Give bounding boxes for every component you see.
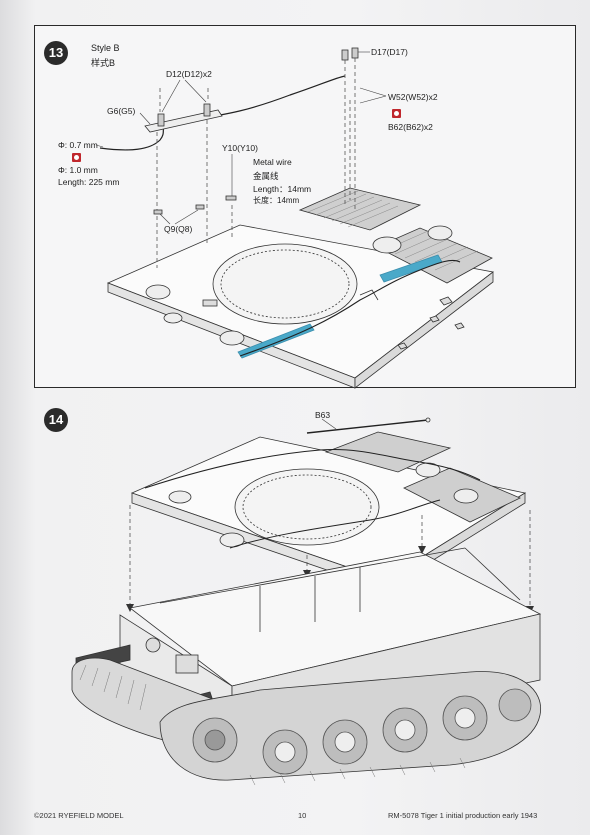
footer-product: RM-5078 Tiger 1 initial production early… (388, 811, 538, 820)
photo-etch-icon (392, 109, 401, 118)
tow-cable (99, 75, 346, 151)
part-label-w52: W52(W52)x2 (388, 92, 438, 102)
metal-wire-title-cn: 金属线 (253, 171, 279, 181)
step-14-badge: 14 (44, 408, 68, 432)
footer-page-number: 10 (298, 811, 307, 820)
wire-length: Length: 225 mm (58, 177, 120, 187)
track-assembly (71, 657, 542, 786)
part-label-q9: Q9(Q8) (164, 224, 193, 234)
metal-wire-length: Length：14mm (253, 184, 312, 194)
rod-b63 (306, 419, 429, 434)
engine-deck-13 (106, 187, 494, 389)
style-title: Style B (91, 43, 120, 53)
engine-deck-14 (130, 431, 527, 591)
installed-cable (239, 259, 461, 357)
part-label-d17: D17(D17) (371, 47, 408, 57)
part-label-b62: B62(B62)x2 (388, 122, 433, 132)
style-title-cn: 样式B (91, 58, 116, 68)
bracket-g6 (144, 109, 223, 133)
metal-wire-title: Metal wire (253, 157, 292, 167)
wire-diameter-2: Φ: 1.0 mm (58, 165, 98, 175)
metal-wire-length-cn: 长度：14mm (253, 196, 300, 205)
metal-part-icon (72, 153, 81, 162)
part-label-y10: Y10(Y10) (222, 143, 258, 153)
part-label-d12: D12(D12)x2 (166, 69, 212, 79)
step-13-badge: 13 (44, 41, 68, 65)
wire-diameter-1: Φ: 0.7 mm (58, 140, 98, 150)
part-label-g6: G6(G5) (107, 106, 136, 116)
part-label-b63: B63 (315, 410, 331, 420)
footer-copyright: ©2021 RYEFIELD MODEL (34, 811, 124, 820)
